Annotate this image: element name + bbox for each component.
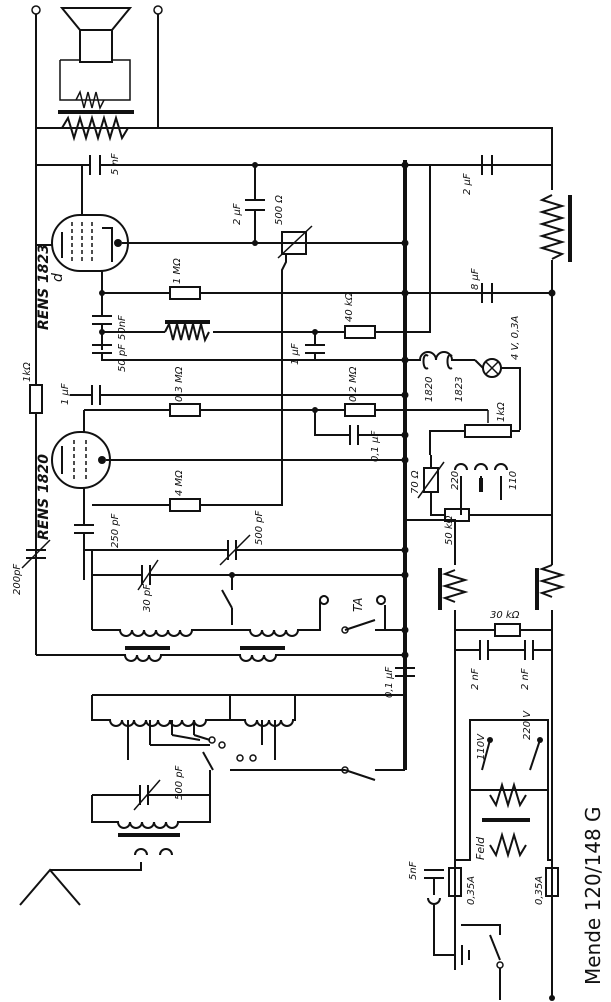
label-c-250pF: 250 pF [110,513,121,548]
label-c-8uF: 8 μF [470,268,481,290]
label-c-01uF: 0,1 μF [370,431,381,462]
label-r-1M: 1 MΩ [172,258,183,284]
label-r-30k: 30 kΩ [490,610,520,621]
label-c-500pF-b: 500 pF [174,765,185,800]
label-tap-220: 220 [450,471,461,490]
label-pickup-ta: TA [351,598,365,612]
label-c-50nF: 50nF [117,315,128,340]
label-r-1k-b: 1kΩ [496,402,507,422]
diagram-caption: Mende 120/148 G [581,806,605,985]
label-c-200pF: 200pF [12,564,23,595]
label-r-4M: 4 MΩ [174,470,185,496]
loudspeaker [58,7,134,142]
label-c-5nF: 5 nF [110,153,121,175]
label-fuse-a: 0,35A [466,876,477,905]
label-c-1uF-b: 1 μF [60,383,71,405]
label-tube-rens1823: RENS 1823 [36,244,52,330]
label-c-5nF-b: 5nF [408,861,419,880]
label-v220: 220 V [522,710,533,740]
label-v110: 110V [476,733,487,760]
detector-tube-rens1820 [51,431,111,489]
label-fil-1820: 1820 [424,377,435,402]
label-field: Feld [474,836,487,860]
label-tap-110: 110 [508,471,519,490]
label-c-500pF-a: 500 pF [254,510,265,545]
label-fil-1823: 1823 [454,377,465,402]
label-c-30pF: 30 pF [142,584,153,612]
label-fuse-b: 0,35A [534,876,545,905]
label-r-1k-a: 1kΩ [22,362,33,382]
label-r-03M: 0,3 MΩ [174,366,185,402]
label-tube-rens1823-suffix: d [50,273,66,282]
label-c-1uF-a: 1 μF [290,343,301,365]
label-r-70: 70 Ω [410,470,421,494]
label-r-02M: 0,2 MΩ [348,366,359,402]
output-tube-rens1823 [51,214,129,272]
label-c-2nF-b: 2 nF [520,668,531,690]
label-c-01uF-b: 0,1 μF [384,667,395,698]
label-r-50k: 50 kΩ [444,515,455,545]
label-c-50pF: 50 pF [117,344,128,372]
label-c-2nF-a: 2 nF [470,668,481,690]
label-r-500: 500 Ω [274,195,285,225]
label-lamp: 4 V, 0,3A [510,316,521,360]
label-tube-rens1820: RENS 1820 [36,454,52,540]
label-c-2uF-a: 2 μF [232,203,243,225]
label-r-40k: 40 kΩ [344,292,355,322]
label-c-2uF-b: 2 μF [462,173,473,195]
